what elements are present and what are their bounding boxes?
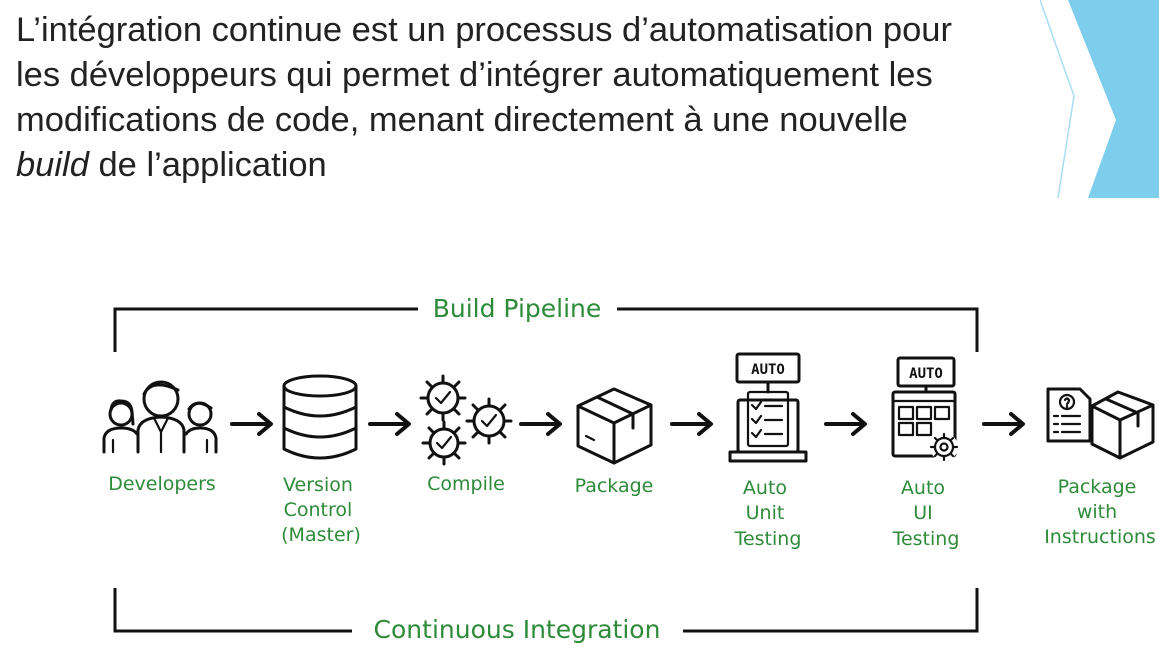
step-label-line: UI — [913, 502, 933, 524]
corner-decoration — [1040, 0, 1159, 199]
continuous-integration-label: Continuous Integration — [374, 615, 661, 644]
step-label-line: with — [1077, 501, 1117, 523]
pipeline-arrows — [230, 412, 1025, 436]
step-label-line: Testing — [892, 528, 960, 550]
step-label-line: Instructions — [1044, 526, 1156, 548]
build-pipeline-frame: Build Pipeline — [113, 294, 979, 352]
step-label-auto-unit-testing: Auto Unit Testing — [734, 477, 802, 550]
step-label-compile: Compile — [427, 473, 505, 495]
auto-badge-unit: AUTO — [751, 362, 785, 378]
intro-line-3: modifications de code, menant directemen… — [16, 101, 908, 139]
step-label-line: Developers — [108, 473, 216, 495]
arrow-3 — [519, 412, 562, 436]
step-label-line: Control — [284, 499, 353, 521]
arrow-6 — [982, 412, 1025, 436]
step-label-package: Package — [575, 475, 654, 497]
step-label-line: Compile — [427, 473, 505, 495]
step-label-line: Testing — [734, 528, 802, 550]
step-label-line: Package — [575, 475, 654, 497]
intro-line-1: L’intégration continue est un processus … — [16, 11, 952, 49]
developers-icon — [102, 380, 218, 454]
step-label-line: Package — [1058, 476, 1137, 498]
database-icon — [282, 374, 358, 460]
arrow-2 — [368, 412, 411, 436]
intro-line-4-rest: de l’application — [88, 146, 327, 184]
step-label-line: Auto — [743, 477, 787, 499]
arrow-4 — [670, 412, 713, 436]
package-instructions-icon — [1046, 387, 1155, 460]
build-pipeline-label: Build Pipeline — [433, 294, 602, 323]
step-label-line: Unit — [746, 502, 785, 524]
step-label-line: Auto — [901, 477, 945, 499]
step-label-line: Version — [283, 474, 353, 496]
auto-badge-ui: AUTO — [909, 366, 943, 382]
auto-unit-test-icon: AUTO — [728, 352, 808, 463]
step-label-line: (Master) — [281, 524, 361, 546]
step-label-developers: Developers — [108, 473, 216, 495]
intro-line-4: build de l’application — [16, 143, 1106, 188]
package-box-icon — [576, 387, 653, 465]
intro-line-2: les développeurs qui permet d’intégrer a… — [16, 56, 933, 94]
continuous-integration-frame: Continuous Integration — [113, 588, 979, 644]
arrow-1 — [230, 412, 273, 436]
auto-ui-test-icon: AUTO — [891, 356, 959, 462]
arrow-5 — [824, 412, 867, 436]
step-label-package-with-instructions: Package with Instructions — [1044, 476, 1156, 548]
gears-icon — [419, 374, 513, 466]
step-label-auto-ui-testing: Auto UI Testing — [892, 477, 960, 550]
intro-paragraph: L’intégration continue est un processus … — [16, 8, 1106, 188]
step-label-version-control: Version Control (Master) — [281, 474, 361, 546]
build-word: build — [16, 146, 89, 184]
